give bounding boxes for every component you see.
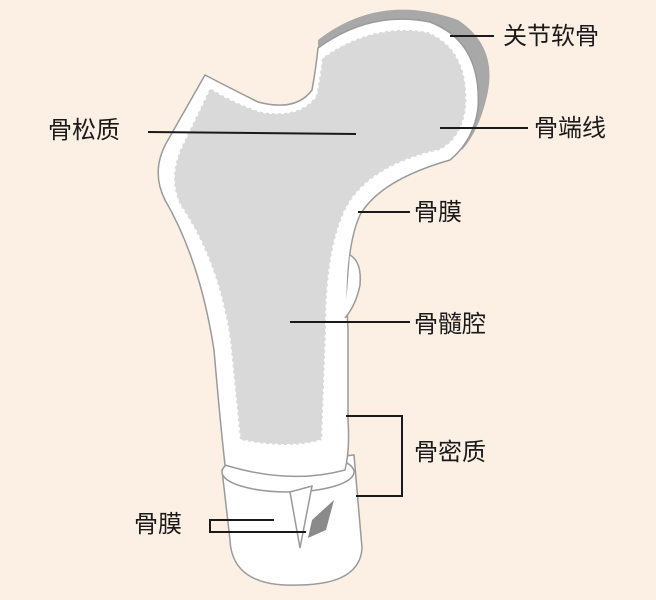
periosteum-bump [344, 254, 362, 319]
label-articular-cartilage: 关节软骨 [503, 22, 599, 50]
label-compact-bone: 骨密质 [414, 438, 486, 466]
leader-periosteum-lower [209, 519, 306, 533]
label-spongy-bone: 骨松质 [48, 116, 120, 144]
label-periosteum-upper: 骨膜 [414, 198, 462, 226]
periosteum-flap [289, 484, 313, 549]
label-medullary-cavity: 骨髓腔 [414, 310, 486, 338]
periosteum-flap-shadow [308, 500, 334, 538]
leader-lines [147, 35, 528, 533]
label-periosteum-lower: 骨膜 [134, 510, 182, 538]
leader-spongy-bone [147, 131, 357, 135]
leader-compact-bone-bracket [346, 415, 403, 497]
label-epiphyseal-line: 骨端线 [534, 114, 606, 142]
